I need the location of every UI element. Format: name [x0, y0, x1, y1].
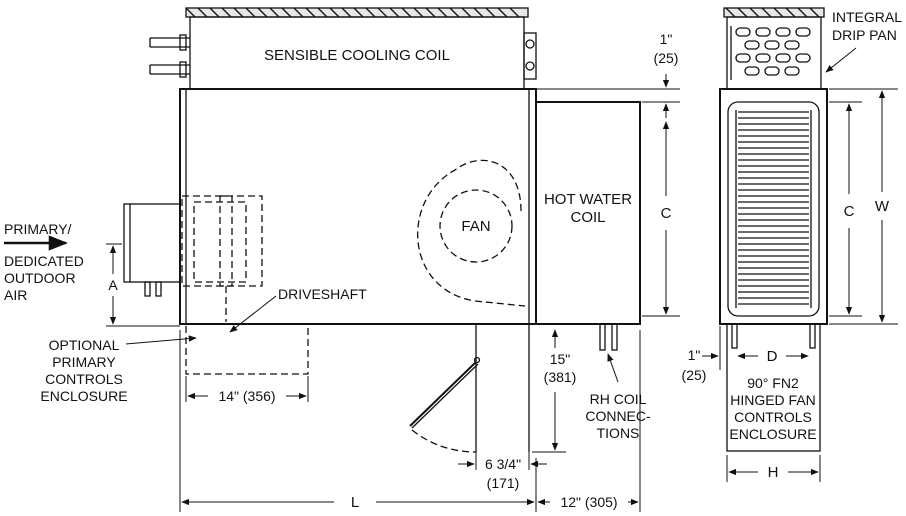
svg-text:1": 1" [688, 347, 701, 363]
dimension-14in: 14" (356) [185, 376, 309, 404]
hot-water-coil: HOT WATER COIL [535, 101, 641, 325]
svg-text:(25): (25) [682, 367, 707, 383]
primary-air-inlet [123, 203, 181, 297]
svg-text:DRIVESHAFT: DRIVESHAFT [278, 286, 367, 302]
svg-text:1": 1" [660, 31, 673, 47]
optional-controls-label: OPTIONAL PRIMARY CONTROLS ENCLOSURE [40, 335, 197, 404]
sensible-coil-label: SENSIBLE COOLING COIL [264, 47, 450, 64]
fan: FAN [417, 159, 526, 307]
svg-text:C: C [844, 203, 855, 220]
svg-text:(171): (171) [487, 475, 520, 491]
svg-text:15": 15" [550, 351, 571, 367]
damper-assembly [181, 195, 263, 322]
svg-text:CONTROLS: CONTROLS [45, 371, 123, 387]
dimension-1in-top: 1" (25) [536, 31, 680, 118]
svg-text:OUTDOOR: OUTDOOR [4, 270, 76, 286]
svg-text:12" (305): 12" (305) [560, 494, 617, 510]
hot-water-coil-label-1: HOT WATER [544, 191, 632, 208]
svg-text:PRIMARY/: PRIMARY/ [4, 221, 72, 237]
fan-label: FAN [461, 218, 490, 235]
svg-text:DRIP PAN: DRIP PAN [832, 27, 897, 43]
svg-text:CONTROLS: CONTROLS [734, 409, 812, 425]
sensible-cooling-coil: SENSIBLE COOLING COIL [149, 7, 537, 90]
dimension-a: A [106, 243, 180, 327]
svg-text:DEDICATED: DEDICATED [4, 253, 84, 269]
integral-drip-pan-label: INTEGRAL DRIP PAN [825, 9, 902, 73]
hot-water-coil-label-2: COIL [570, 209, 605, 226]
primary-air-label: PRIMARY/ DEDICATED OUTDOOR AIR [4, 221, 84, 303]
svg-text:6 3/4": 6 3/4" [485, 456, 521, 472]
fn2-enclosure-label: 90° FN2 HINGED FAN CONTROLS ENCLOSURE [729, 375, 816, 442]
dimension-1in-side: 1" (25) [682, 326, 728, 383]
svg-text:L: L [351, 494, 359, 511]
dimension-l: L [179, 330, 537, 512]
driveshaft-label: DRIVESHAFT [229, 286, 367, 333]
svg-text:RH COIL: RH COIL [590, 391, 647, 407]
filter-fins [738, 111, 809, 305]
dimension-6-3-4in: 6 3/4" (171) [458, 452, 547, 491]
svg-text:ENCLOSURE: ENCLOSURE [40, 388, 127, 404]
optional-controls-enclosure [185, 326, 309, 375]
dimension-d: D [737, 348, 809, 365]
svg-text:C: C [661, 205, 672, 222]
dimension-h: H [726, 455, 821, 482]
side-view [719, 7, 828, 452]
hinged-fan-controls [409, 324, 530, 453]
dimension-w: W [829, 88, 898, 325]
svg-text:14" (356): 14" (356) [218, 388, 275, 404]
dimension-12in: 12" (305) [537, 330, 641, 512]
svg-text:INTEGRAL: INTEGRAL [832, 9, 902, 25]
svg-text:ENCLOSURE: ENCLOSURE [729, 426, 816, 442]
svg-text:A: A [108, 277, 118, 293]
svg-text:OPTIONAL: OPTIONAL [49, 337, 120, 353]
dimension-15in: 15" (381) [532, 329, 577, 453]
svg-text:W: W [875, 198, 890, 215]
rh-coil-label: RH COIL CONNEC- TIONS [585, 353, 651, 441]
svg-text:TIONS: TIONS [597, 425, 640, 441]
svg-text:D: D [767, 348, 778, 365]
svg-text:HINGED FAN: HINGED FAN [730, 392, 816, 408]
svg-text:H: H [768, 464, 779, 481]
rh-coil-connections [599, 323, 618, 351]
svg-text:PRIMARY: PRIMARY [52, 354, 116, 370]
svg-text:(381): (381) [544, 369, 577, 385]
svg-text:90° FN2: 90° FN2 [747, 375, 799, 391]
svg-text:(25): (25) [654, 50, 679, 66]
svg-text:CONNEC-: CONNEC- [585, 408, 651, 424]
dimension-c-main: C [642, 121, 680, 317]
dimension-c-side: C [829, 101, 862, 317]
svg-text:AIR: AIR [4, 287, 27, 303]
